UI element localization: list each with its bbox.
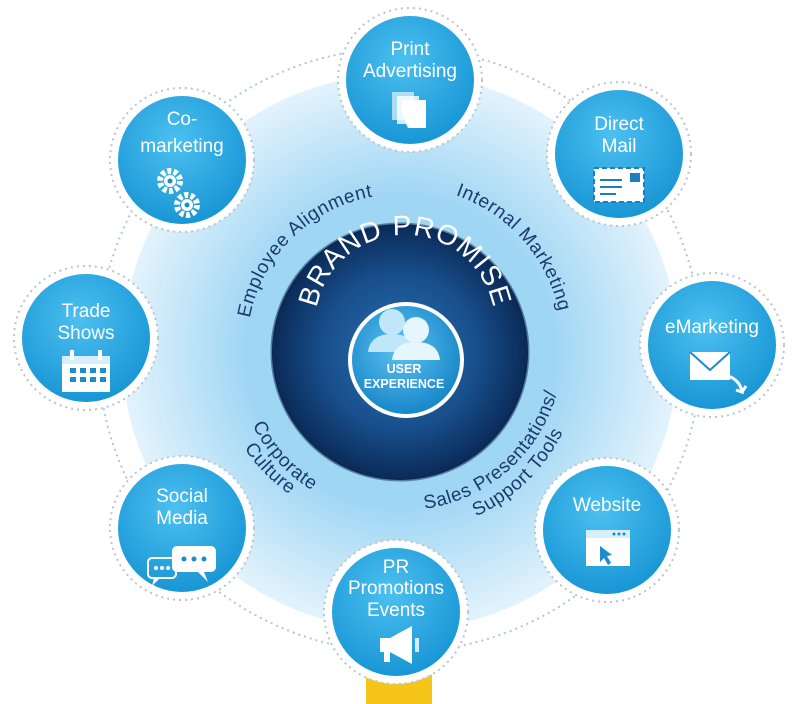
browser-window-icon xyxy=(586,530,630,566)
website-line1: Website xyxy=(573,495,641,516)
trade-line1: Trade xyxy=(62,301,111,322)
document-stack-icon xyxy=(392,92,426,128)
users-icon xyxy=(368,309,440,360)
email-arrow-icon xyxy=(689,351,748,395)
megaphone-icon xyxy=(380,626,419,664)
envelope-postcard-icon xyxy=(593,167,645,203)
comarketing-line1: Co- xyxy=(167,109,198,130)
print-line2: Advertising xyxy=(363,61,457,82)
pr-line2: Promotions xyxy=(348,578,444,599)
satellite-social-media: Social Media xyxy=(109,455,255,601)
satellite-print-advertising: Print Advertising xyxy=(337,7,483,153)
satellite-trade-shows: Trade Shows xyxy=(13,265,159,411)
satellite-website: Website xyxy=(534,457,680,603)
satellite-pr-promotions-events: PR Promotions Events xyxy=(323,539,469,685)
user-experience-line2: EXPERIENCE xyxy=(364,377,445,391)
direct-mail-line1: Direct xyxy=(594,114,644,135)
satellite-emarketing: eMarketing xyxy=(639,272,785,418)
pr-line1: PR xyxy=(383,557,409,578)
brand-promise-inner-shade xyxy=(270,222,530,482)
calendar-icon xyxy=(62,350,110,392)
chat-bubbles-icon xyxy=(147,546,216,586)
satellite-direct-mail: Direct Mail xyxy=(546,81,692,227)
emarketing-line1: eMarketing xyxy=(665,317,759,338)
social-line2: Media xyxy=(156,508,208,529)
direct-mail-line2: Mail xyxy=(602,136,637,157)
social-line1: Social xyxy=(156,486,208,507)
pr-line3: Events xyxy=(367,600,425,621)
satellite-co-marketing: Co- marketing xyxy=(109,87,255,233)
comarketing-line2: marketing xyxy=(140,136,223,157)
trade-line2: Shows xyxy=(57,323,114,344)
gears-icon xyxy=(157,168,200,218)
print-line1: Print xyxy=(390,39,430,60)
user-experience-line1: USER xyxy=(387,362,422,376)
